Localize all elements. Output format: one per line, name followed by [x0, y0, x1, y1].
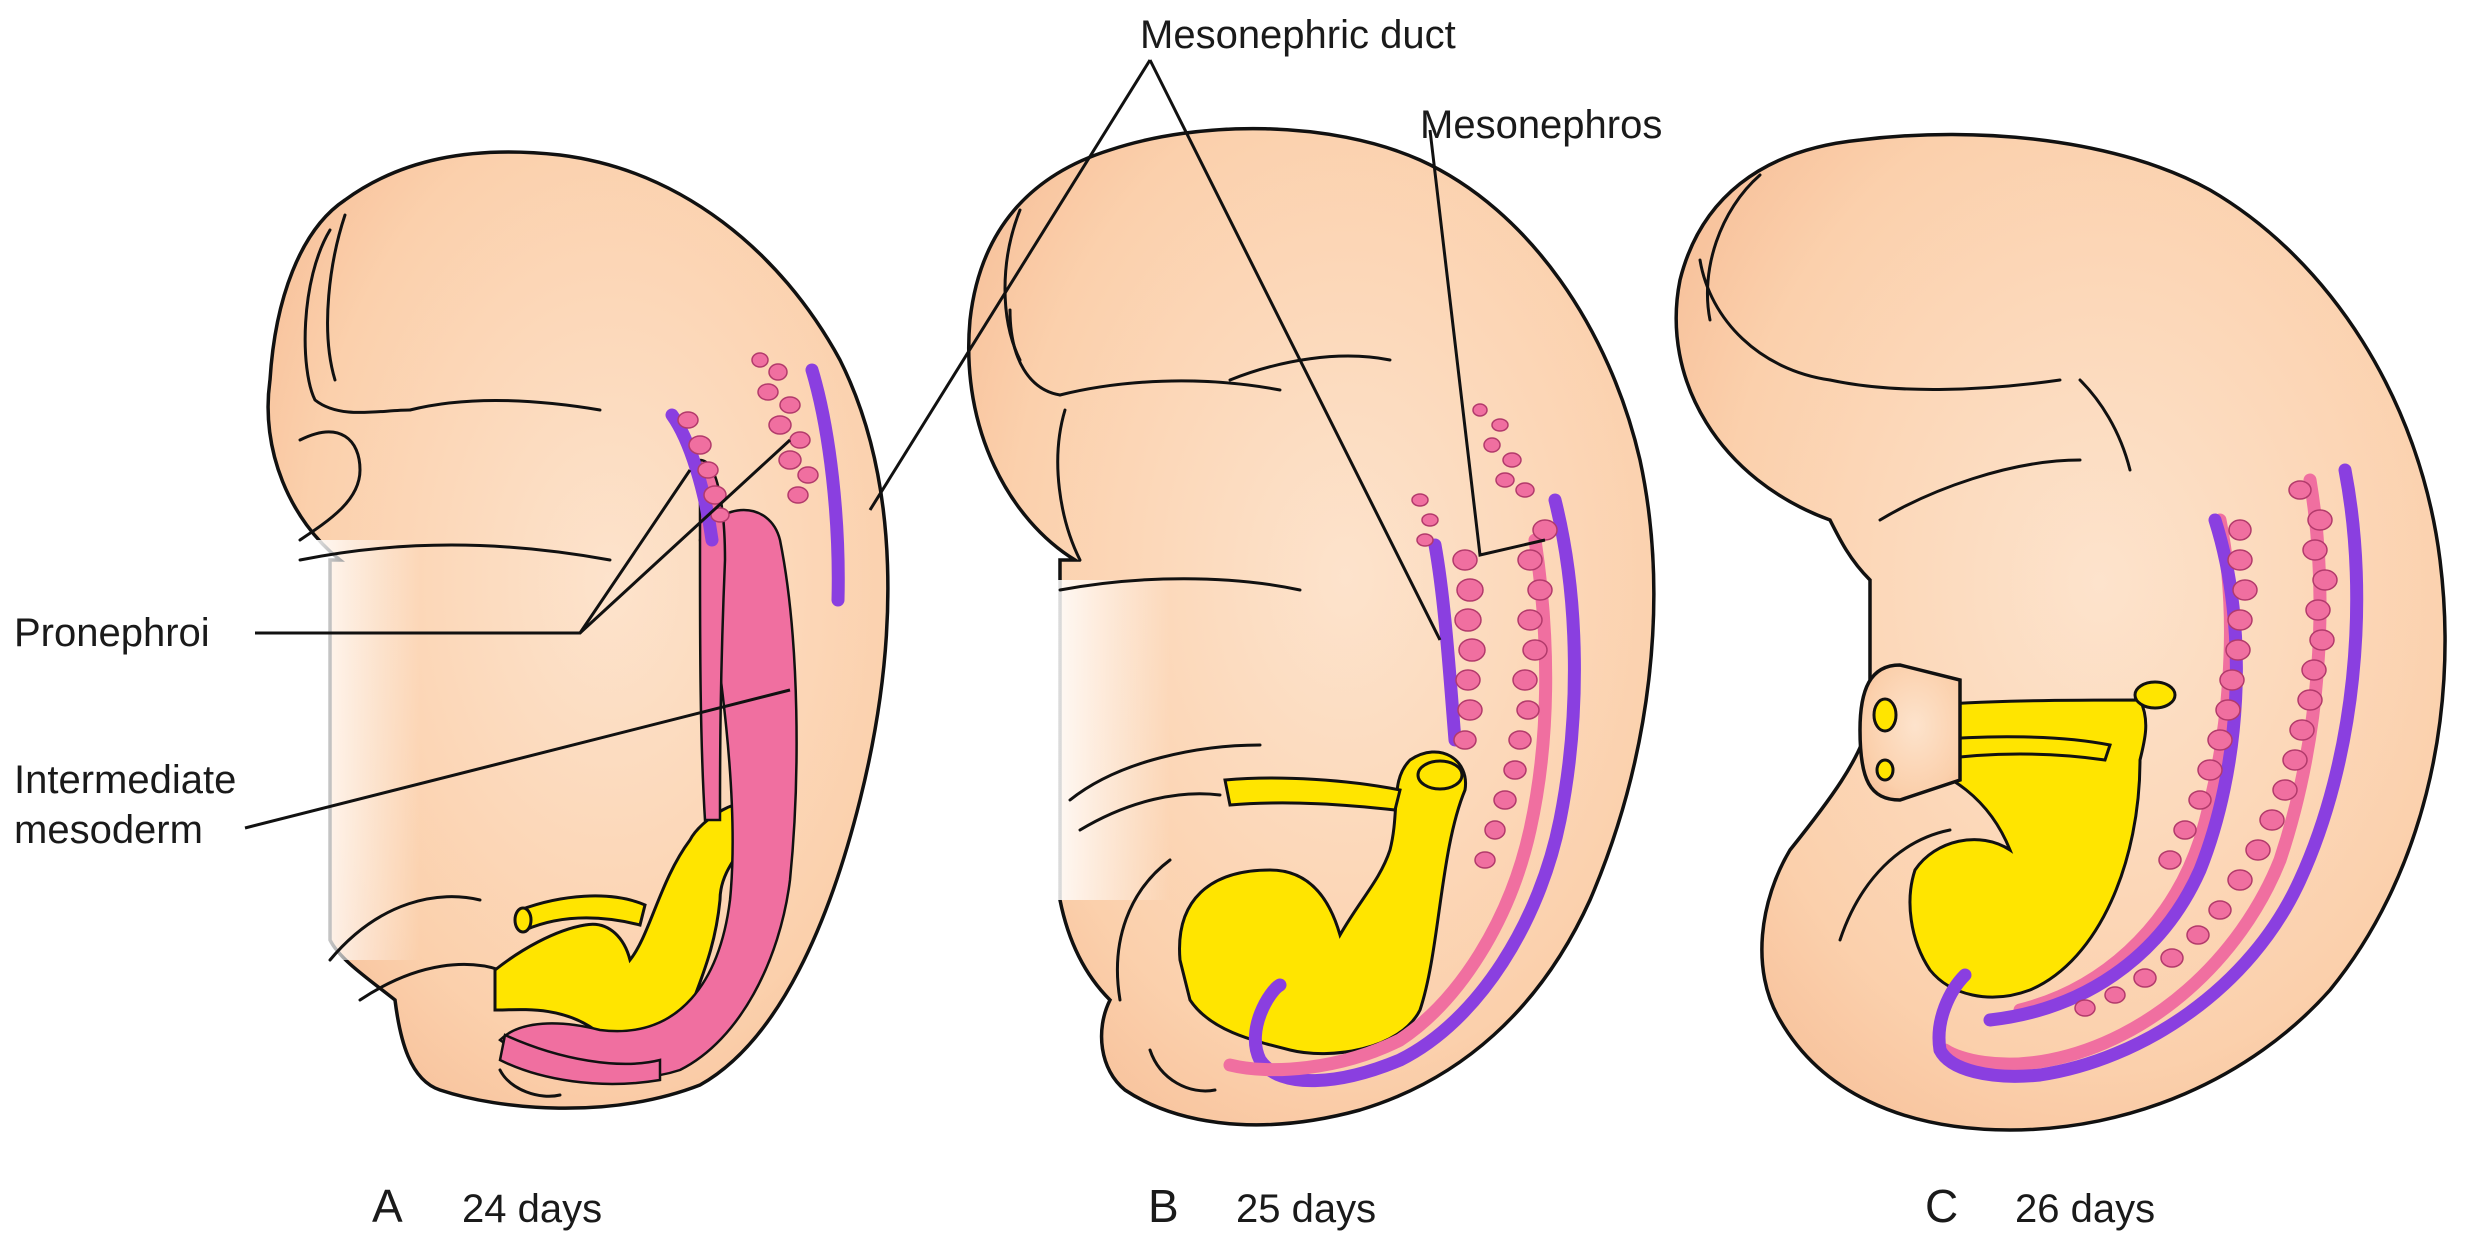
panel-c-age: 26 days — [2015, 1187, 2155, 1231]
label-mesoderm: mesoderm — [14, 808, 203, 852]
embryo-a-fade — [300, 540, 420, 960]
embryo-a-yolk-stalk-cap — [515, 908, 531, 932]
embryo-c-stalk-vessel-1 — [1874, 699, 1896, 731]
panel-c-letter: C — [1925, 1180, 1958, 1232]
panel-a-age: 24 days — [462, 1187, 602, 1231]
embryo-b — [969, 129, 1654, 1125]
embryo-b-fade — [1040, 580, 1170, 900]
embryo-b-gut-cap — [1418, 761, 1462, 789]
embryo-c — [1676, 134, 2445, 1130]
panel-a-letter: A — [372, 1180, 403, 1232]
panel-b-letter: B — [1148, 1180, 1179, 1232]
embryo-c-stalk-tube — [1860, 665, 1960, 800]
panel-b-age: 25 days — [1236, 1187, 1376, 1231]
embryo-c-stalk-vessel-2 — [1877, 760, 1893, 780]
label-intermediate: Intermediate — [14, 758, 236, 802]
embryo-a — [268, 152, 888, 1108]
label-mesonephros: Mesonephros — [1420, 103, 1662, 147]
label-pronephroi: Pronephroi — [14, 611, 210, 655]
label-mesonephric-duct: Mesonephric duct — [1140, 13, 1456, 57]
embryo-c-gut-cap — [2135, 682, 2175, 708]
